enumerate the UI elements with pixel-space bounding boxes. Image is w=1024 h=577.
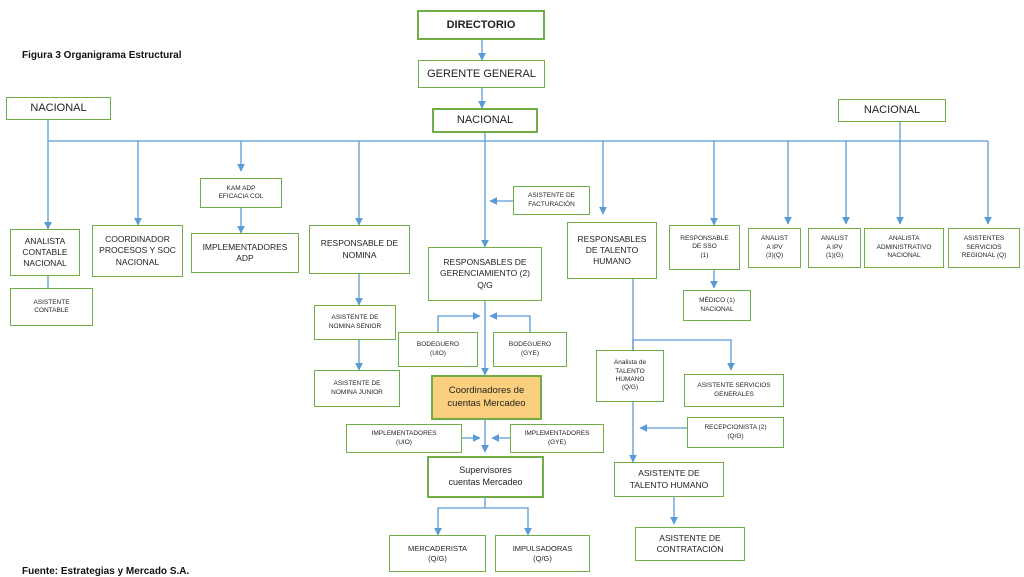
arrow-impulsadoras <box>485 507 532 536</box>
node-responsable-sso: RESPONSABLE DE SSO (1) <box>669 225 740 270</box>
node-analista-talento: Analista de TALENTO HUMANO (Q/G) <box>596 350 664 402</box>
node-coordinadores-mercadeo: Coordinadores de cuentas Mercadeo <box>431 375 542 420</box>
node-analista-administrativo: ANALISTA ADMINISTRATIVO NACIONAL <box>864 228 944 268</box>
node-asistente-facturacion: ASISTENTE DE FACTURACIÓN <box>513 186 590 215</box>
node-analista-ipv-g: ANALIST A IPV (1)(G) <box>808 228 861 268</box>
node-nacional-right: NACIONAL <box>838 99 946 122</box>
node-medico: MÉDICO (1) NACIONAL <box>683 290 751 321</box>
node-implementadores-adp: IMPLEMENTADORES ADP <box>191 233 299 273</box>
node-responsables-talento: RESPONSABLES DE TALENTO HUMANO <box>567 222 657 279</box>
node-analista-contable: ANALISTA CONTABLE NACIONAL <box>10 229 80 276</box>
figure-title: Figura 3 Organigrama Estructural <box>22 50 182 61</box>
node-mercaderista: MERCADERISTA (Q/G) <box>389 535 486 572</box>
node-recepcionista: RECEPCIONISTA (2) (Q/G) <box>687 417 784 448</box>
source-caption: Fuente: Estrategias y Mercado S.A. <box>22 566 190 577</box>
node-asistente-servicios-generales: ASISTENTE SERVICIOS GENERALES <box>684 374 784 407</box>
arrow-bodeguero-uio <box>437 312 481 332</box>
node-analista-ipv-q: ANALIST A IPV (3)(Q) <box>748 228 801 268</box>
arrow-mercaderista <box>434 498 486 536</box>
node-asistente-nomina-senior: ASISTENTE DE NOMINA SENIOR <box>314 305 396 340</box>
node-implementadores-gye: IMPLEMENTADORES (GYE) <box>510 424 604 453</box>
node-asistente-talento: ASISTENTE DE TALENTO HUMANO <box>614 462 724 497</box>
node-asistente-nomina-junior: ASISTENTE DE NOMINA JUNIOR <box>314 370 400 407</box>
node-coordinador-procesos: COORDINADOR PROCESOS Y SOC NACIONAL <box>92 225 183 277</box>
arrow-asistente-servicios-generales <box>633 339 735 371</box>
node-bodeguero-uio: BODEGUERO (UIO) <box>398 332 478 367</box>
node-responsables-gerenciamiento: RESPONSABLES DE GERENCIAMIENTO (2) Q/G <box>428 247 542 301</box>
node-gerente-general: GERENTE GENERAL <box>418 60 545 88</box>
node-supervisores-mercadeo: Supervisores cuentas Mercadeo <box>427 456 544 498</box>
node-impulsadoras: IMPULSADORAS (Q/G) <box>495 535 590 572</box>
node-asistentes-servicios-regional: ASISTENTES SERVICIOS REGIONAL (Q) <box>948 228 1020 268</box>
node-responsable-nomina: RESPONSABLE DE NOMINA <box>309 225 410 274</box>
node-bodeguero-gye: BODEGUERO (GYE) <box>493 332 567 367</box>
node-asistente-contratacion: ASISTENTE DE CONTRATACIÓN <box>635 527 745 561</box>
node-nacional-center: NACIONAL <box>432 108 538 133</box>
node-asistente-contable: ASISTENTE CONTABLE <box>10 288 93 326</box>
node-implementadores-uio: IMPLEMENTADORES (UIO) <box>346 424 462 453</box>
node-nacional-left: NACIONAL <box>6 97 111 120</box>
node-directorio: DIRECTORIO <box>417 10 545 40</box>
arrow-bodeguero-gye <box>489 312 531 332</box>
node-kam-adp: KAM ADP EFICACIA COL <box>200 178 282 208</box>
